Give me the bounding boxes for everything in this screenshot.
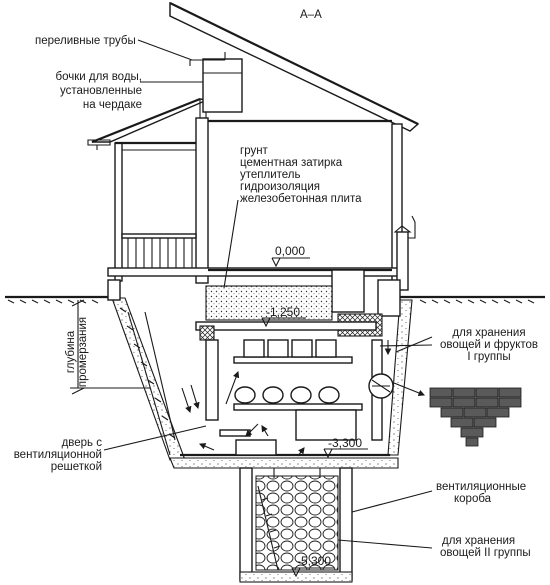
- door-label: дверь с вентиляционной решеткой: [14, 437, 103, 473]
- elevation-slab: -1,250: [261, 305, 306, 328]
- svg-text:грунт: грунт: [240, 145, 269, 157]
- svg-text:бочки для воды,: бочки для воды,: [55, 71, 142, 83]
- ground-surface: [5, 295, 545, 304]
- brick-vault-detail: [393, 382, 522, 447]
- overflow-pipes-label: переливные трубы: [35, 35, 136, 47]
- svg-text:глубина: глубина: [65, 330, 77, 373]
- elevation-cellar-label: -3,300: [328, 436, 362, 450]
- elevation-zero: 0,000: [271, 244, 310, 268]
- storage-pit: [239, 467, 353, 583]
- vent-pipe: [393, 215, 416, 291]
- elevation-slab-label: -1,250: [266, 305, 300, 319]
- svg-text:дверь с: дверь с: [62, 437, 103, 449]
- svg-text:для хранения: для хранения: [452, 327, 525, 339]
- elevation-pit: -5,300: [291, 554, 334, 578]
- svg-text:короба: короба: [454, 493, 492, 505]
- house-walls: [107, 117, 403, 284]
- water-barrel: [189, 52, 243, 113]
- svg-text:на чердаке: на чердаке: [83, 99, 142, 111]
- vent-ducts-label: вентиляционные короба: [436, 481, 526, 505]
- elevation-pit-label: -5,300: [297, 554, 331, 568]
- svg-text:овощей II группы: овощей II группы: [440, 547, 531, 559]
- svg-text:утеплитель: утеплитель: [240, 169, 301, 181]
- leader-lines: [103, 39, 433, 549]
- vent-grille: [368, 373, 394, 399]
- storage-group2-label: для хранения овощей II группы: [440, 535, 531, 559]
- svg-text:вентиляционной: вентиляционной: [14, 449, 102, 461]
- water-barrels-label: бочки для воды, установленные на чердаке: [55, 71, 142, 111]
- svg-text:решеткой: решеткой: [51, 461, 102, 473]
- svg-text:I группы: I группы: [467, 351, 510, 363]
- section-title: А–А: [300, 9, 322, 21]
- svg-text:установленные: установленные: [60, 85, 142, 97]
- porch-railing: [127, 238, 193, 268]
- elevation-zero-label: 0,000: [275, 244, 305, 258]
- freeze-depth-label: глубина промерзания: [65, 317, 89, 387]
- storage-group1-label: для хранения овощей и фруктов I группы: [440, 327, 538, 363]
- airflow-arrows: [181, 340, 392, 457]
- svg-text:для хранения: для хранения: [442, 535, 515, 547]
- svg-text:цементная затирка: цементная затирка: [240, 157, 343, 169]
- svg-text:переливные трубы: переливные трубы: [35, 35, 136, 47]
- svg-text:вентиляционные: вентиляционные: [436, 481, 526, 493]
- svg-text:гидроизоляция: гидроизоляция: [240, 181, 320, 193]
- freeze-depth-dimension: [70, 299, 150, 395]
- svg-text:железобетонная плита: железобетонная плита: [240, 193, 362, 205]
- svg-text:промерзания: промерзания: [77, 317, 89, 387]
- svg-text:овощей и фруктов: овощей и фруктов: [440, 339, 538, 351]
- elevation-cellar: -3,300: [323, 436, 368, 459]
- roof: [91, 1, 420, 144]
- slab-layers-label: грунт цементная затирка утеплитель гидро…: [240, 145, 362, 205]
- elevation-marks: 0,000 -1,250 -3,300 -5,300: [261, 244, 368, 578]
- gutter: [87, 139, 111, 150]
